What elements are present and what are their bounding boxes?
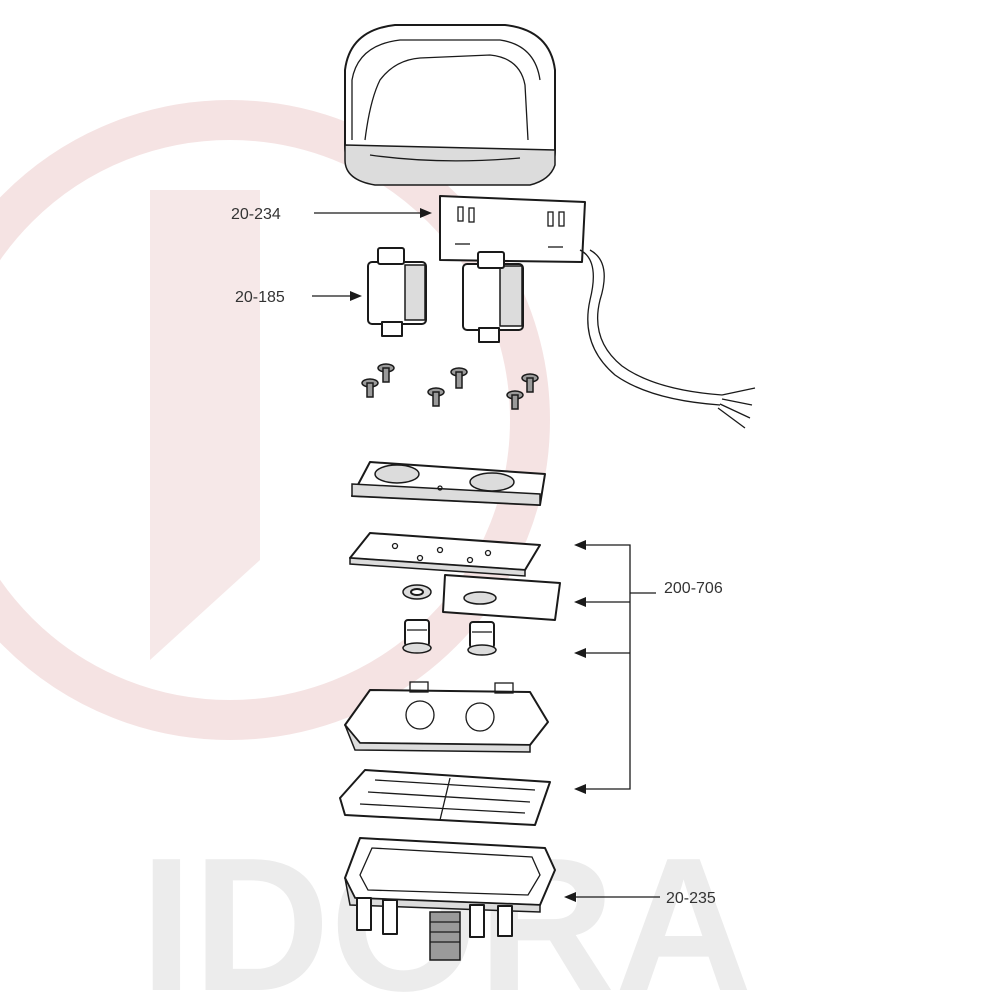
callout-label: 20-234 — [231, 206, 281, 223]
plunger-right — [467, 621, 497, 656]
part-20-234-plate — [439, 195, 586, 263]
callout-label: 200-706 — [664, 580, 723, 597]
plungers — [402, 619, 497, 656]
valve-body — [344, 681, 549, 753]
callout-label: 20-185 — [235, 289, 285, 306]
part-20-185-coils — [367, 247, 524, 343]
callout-label: 20-235 — [666, 890, 716, 907]
valve-top-plate — [351, 461, 546, 506]
part-20-235-base — [344, 837, 556, 961]
callout-200-706: 200-706 — [574, 540, 723, 794]
screw — [361, 378, 379, 398]
cable-harness — [579, 249, 756, 429]
callout-20-235: 20-235 — [564, 890, 716, 907]
screw — [427, 387, 445, 407]
gasket-block — [402, 574, 561, 621]
plunger-left — [402, 619, 432, 654]
grid-gasket — [339, 769, 551, 826]
coil-left — [367, 247, 427, 337]
callout-20-234: 20-234 — [231, 206, 432, 223]
screw — [377, 363, 395, 383]
callout-20-185: 20-185 — [235, 289, 362, 306]
coil-right — [462, 251, 524, 343]
screws — [361, 363, 539, 410]
cover-housing — [344, 24, 556, 186]
screw — [506, 390, 524, 410]
diaphragm-plate — [349, 532, 541, 577]
screw — [521, 373, 539, 393]
screw — [450, 367, 468, 389]
watermark: IDORA — [0, 100, 752, 1000]
watermark-red-shape — [150, 190, 260, 660]
watermark-circle — [0, 100, 550, 740]
